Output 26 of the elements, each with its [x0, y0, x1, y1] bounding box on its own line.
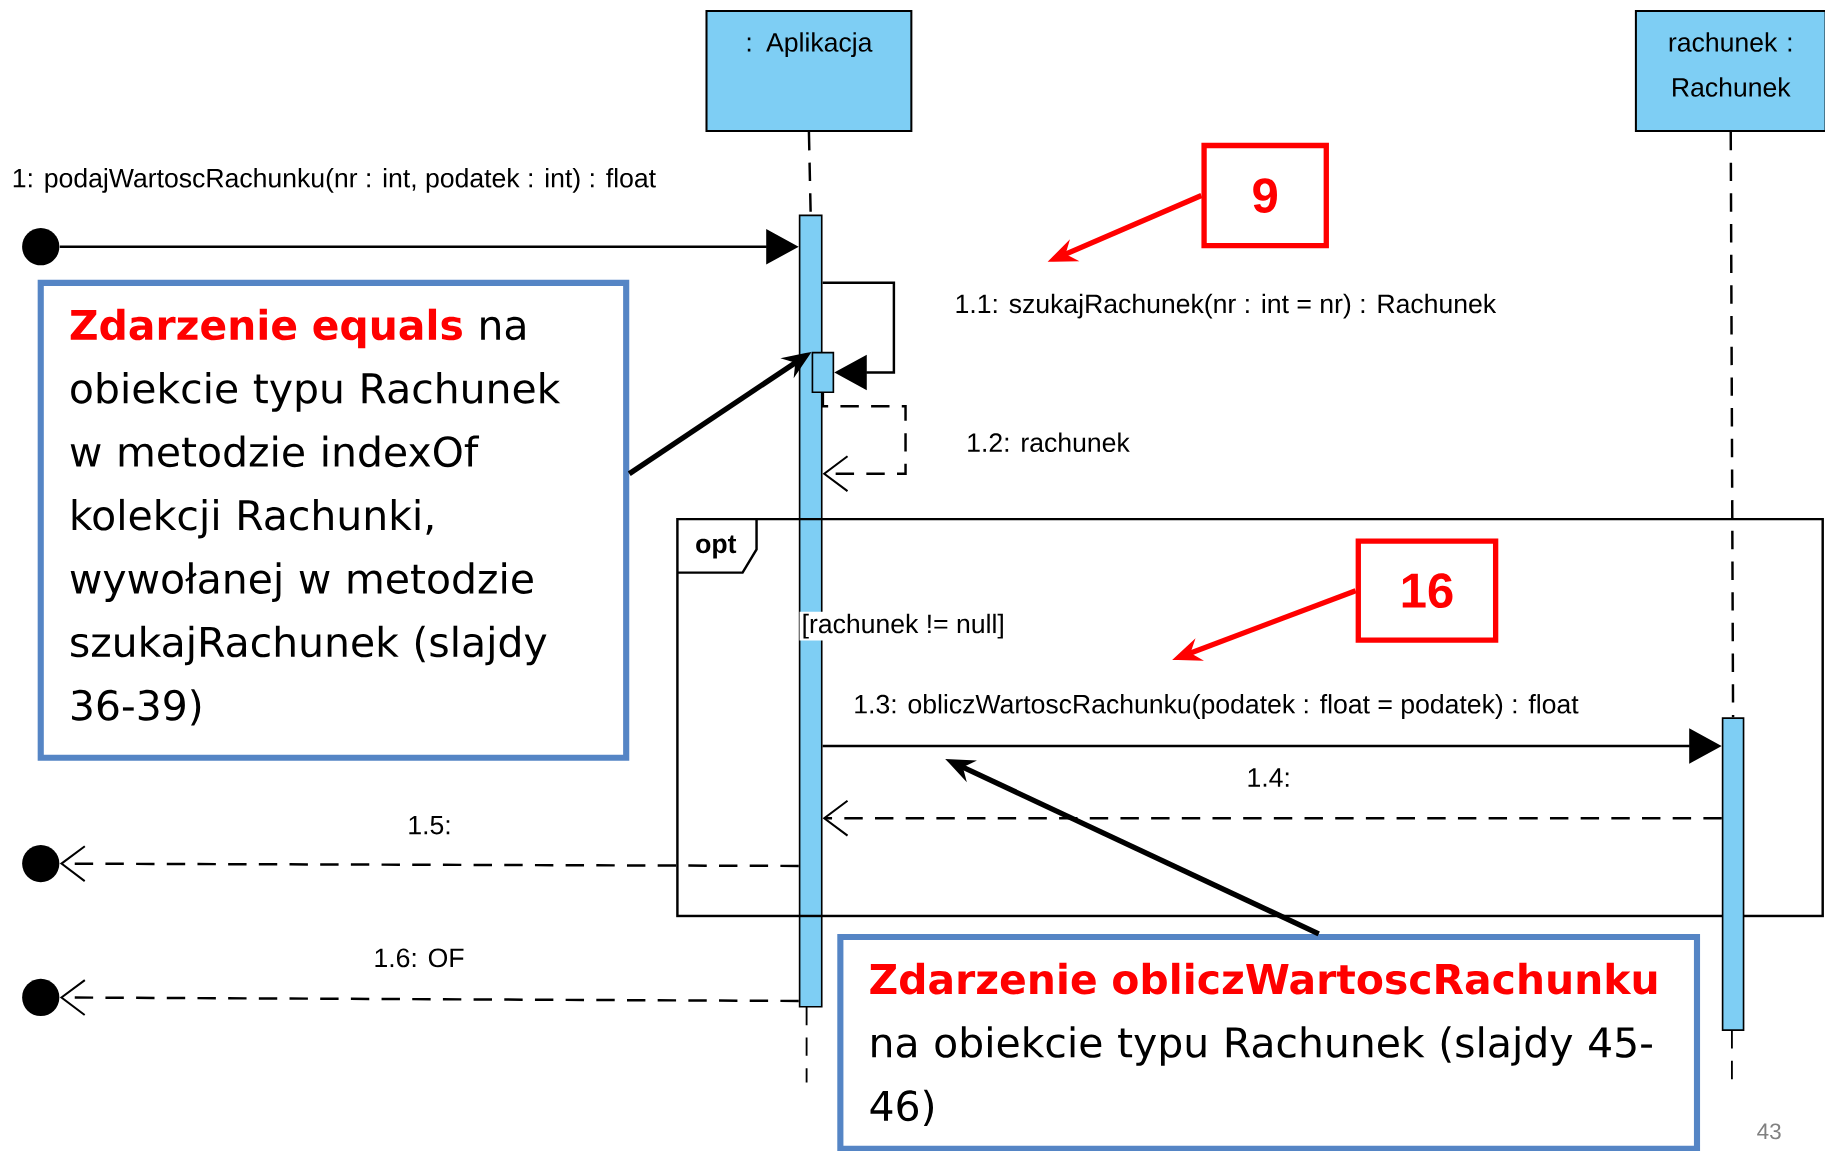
edge-label: 1.5:	[405, 813, 454, 837]
dot	[22, 844, 60, 883]
lifeline	[807, 131, 812, 215]
dot	[22, 978, 60, 1017]
activation-bar	[811, 351, 835, 393]
edge-label: 1: podajWartoscRachunku(nr : int, podatek : int) : float	[9, 165, 659, 195]
edge-label: 1.6: OF	[371, 946, 467, 970]
note-box: Zdarzenie obliczWartoscRachunku na obiekcie typu Rachunek (slajdy 45-46)	[837, 933, 1701, 1151]
lifeline	[1729, 131, 1735, 718]
activation-bar	[1721, 717, 1745, 1031]
return-message-arrow	[821, 393, 907, 492]
lifeline-box: : Aplikacja	[705, 9, 913, 132]
edge-label: 1.4:	[1244, 766, 1293, 789]
callout-number: 9	[1201, 142, 1329, 249]
edge-label: 1.1: szukajRachunek(nr : int = nr) : Rachunek	[952, 291, 1499, 321]
return-message-arrow	[59, 845, 799, 882]
callout-number: 16	[1355, 538, 1499, 643]
dot	[22, 228, 60, 266]
return-message-arrow	[822, 799, 1722, 837]
return-message-arrow	[59, 979, 799, 1016]
message-arrow	[822, 281, 896, 391]
edge-label: 1.3: obliczWartoscRachunku(podatek : float = podatek) : float	[851, 692, 1581, 721]
edge-label: 1.2: rachunek	[964, 430, 1132, 455]
note-box: Zdarzenie equals na obiekcie typu Rachunek w metodzie indexOf kolekcji Rachunki, wywołanej w metodzie szukajRachunek (slajdy 36-39)	[37, 279, 630, 761]
page-number: 43	[1757, 1123, 1781, 1140]
lifeline-box: rachunek : Rachunek	[1634, 9, 1825, 132]
